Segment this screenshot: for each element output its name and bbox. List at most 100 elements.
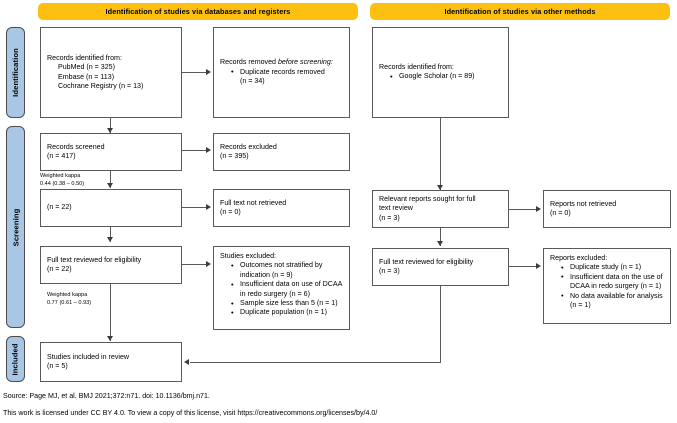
other-full-text-reviewed-label: Full text reviewed for eligibility xyxy=(379,257,474,266)
full-text-not-retrieved-count: (n = 0) xyxy=(220,208,241,216)
banner-other-label: Identification of studies via other meth… xyxy=(444,7,596,16)
banner-other-methods: Identification of studies via other meth… xyxy=(370,3,670,20)
footer-source: Source: Page MJ, et al. BMJ 2021;372:n71… xyxy=(3,392,210,400)
connector-other-fulltext-elbow-vertical xyxy=(440,286,441,363)
records-excluded-label: Records excluded xyxy=(220,142,277,151)
stage-label-screening: Screening xyxy=(11,208,20,246)
kappa-1-line1: Weighted kappa xyxy=(40,173,81,179)
box-reports-excluded: Reports excluded: Duplicate study (n = 1… xyxy=(543,248,671,324)
connector-other-fulltext-elbow-horizontal xyxy=(190,362,441,363)
footer-license: This work is licensed under CC BY 4.0. T… xyxy=(3,409,378,417)
arrowhead-sought-to-other-fulltext xyxy=(436,241,443,246)
other-full-text-reviewed-count: (n = 3) xyxy=(379,267,400,275)
records-identified-source-1: Embase (n = 113) xyxy=(58,72,115,81)
reports-excluded-list: Duplicate study (n = 1) Insufficient dat… xyxy=(550,263,664,310)
arrowhead-identified-to-screened xyxy=(106,128,113,133)
reports-excluded-title: Reports excluded: xyxy=(550,254,608,262)
stage-label-identification: Identification xyxy=(11,48,20,97)
reports-sought-count: (n = 22) xyxy=(47,203,72,212)
arrowhead-sought-to-reports-not-retrieved xyxy=(536,205,541,212)
arrowhead-screened-to-excluded xyxy=(206,146,211,153)
studies-excluded-item-3: Duplicate population (n = 1) xyxy=(231,308,343,318)
box-reports-sought-retrieval: (n = 22) xyxy=(40,189,182,227)
reports-not-retrieved-label: Reports not retrieved xyxy=(550,199,617,208)
arrowhead-other-identified-to-sought xyxy=(436,185,443,190)
records-removed-count: (n = 34) xyxy=(240,77,265,86)
records-removed-list: Duplicate records removed xyxy=(220,67,343,77)
box-reports-not-retrieved: Reports not retrieved (n = 0) xyxy=(543,190,671,228)
studies-excluded-list: Outcomes not stratified by indication (n… xyxy=(220,261,343,319)
kappa-2-line1: Weighted kappa xyxy=(47,292,88,298)
arrowhead-sought-to-fulltext xyxy=(106,237,113,242)
box-studies-included-review: Studies included in review (n = 5) xyxy=(40,342,182,382)
box-records-identified-other: Records identified from: Google Scholar … xyxy=(372,27,509,118)
connector-other-fulltext-to-reports-excluded xyxy=(509,266,536,267)
records-removed-item-0: Duplicate records removed xyxy=(231,67,343,77)
box-studies-excluded: Studies excluded: Outcomes not stratifie… xyxy=(213,246,350,330)
arrowhead-other-fulltext-to-reports-excluded xyxy=(536,262,541,269)
connector-sought-to-not-retrieved xyxy=(182,207,206,208)
connector-sought-to-reports-not-retrieved xyxy=(509,209,536,210)
records-removed-title: Records removed before screening: xyxy=(220,58,343,67)
connector-fulltext-to-included xyxy=(110,284,111,341)
records-identified-other-list: Google Scholar (n = 89) xyxy=(379,72,502,82)
connector-other-identified-to-sought xyxy=(440,118,441,190)
annotation-weighted-kappa-2: Weighted kappa 0.77 (0.61 – 0.93) xyxy=(47,291,91,307)
connector-screened-to-sought xyxy=(110,171,111,188)
reports-excluded-item-2: No data available for analysis (n = 1) xyxy=(561,291,664,311)
stage-bar-included: Included xyxy=(6,336,25,382)
records-identified-other-title: Records identified from: xyxy=(379,63,454,72)
box-full-text-reviewed-eligibility: Full text reviewed for eligibility (n = … xyxy=(40,246,182,284)
studies-excluded-item-0: Outcomes not stratified by indication (n… xyxy=(231,261,343,280)
relevant-reports-sought-label-line2: text review xyxy=(379,204,413,213)
records-screened-label: Records screened xyxy=(47,142,105,151)
records-excluded-count: (n = 395) xyxy=(220,152,249,160)
studies-excluded-title: Studies excluded: xyxy=(220,252,276,260)
box-relevant-reports-sought: Relevant reports sought for full text re… xyxy=(372,190,509,228)
reports-not-retrieved-count: (n = 0) xyxy=(550,209,571,217)
connector-screened-to-excluded xyxy=(182,150,206,151)
arrowhead-fulltext-to-included xyxy=(106,336,113,341)
records-removed-title-italic: before screening xyxy=(277,58,331,67)
studies-included-label: Studies included in review xyxy=(47,352,130,361)
records-identified-source-2: Cochrane Registry (n = 13) xyxy=(58,81,144,90)
banner-databases-label: Identification of studies via databases … xyxy=(105,7,291,16)
connector-sought-to-other-fulltext xyxy=(440,228,441,246)
connector-sought-to-fulltext xyxy=(110,227,111,242)
relevant-reports-sought-label-line1: Relevant reports sought for full xyxy=(379,195,476,204)
arrowhead-fulltext-to-studies-excluded xyxy=(206,260,211,267)
box-other-full-text-reviewed: Full text reviewed for eligibility (n = … xyxy=(372,248,509,286)
box-records-screened: Records screened (n = 417) xyxy=(40,133,182,171)
records-screened-count: (n = 417) xyxy=(47,152,76,160)
reports-excluded-item-1: Insufficient data on the use of DCAA in … xyxy=(561,272,664,292)
records-removed-title-colon: : xyxy=(330,58,333,67)
records-identified-title: Records identified from: xyxy=(47,53,122,62)
box-full-text-not-retrieved: Full text not retrieved (n = 0) xyxy=(213,189,350,227)
full-text-reviewed-count: (n = 22) xyxy=(47,265,72,273)
connector-fulltext-to-studies-excluded xyxy=(182,264,206,265)
annotation-weighted-kappa-1: Weighted kappa 0.44 (0.38 – 0.50) xyxy=(40,172,84,188)
full-text-not-retrieved-label: Full text not retrieved xyxy=(220,198,287,207)
connector-identified-to-screened xyxy=(110,118,111,133)
full-text-reviewed-label: Full text reviewed for eligibility xyxy=(47,255,142,264)
records-identified-source-0: PubMed (n = 325) xyxy=(58,63,115,72)
arrowhead-screened-to-sought xyxy=(106,183,113,188)
connector-identified-to-removed xyxy=(182,72,206,73)
kappa-2-line2: 0.77 (0.61 – 0.93) xyxy=(47,300,92,307)
box-records-excluded: Records excluded (n = 395) xyxy=(213,133,350,171)
banner-databases-registers: Identification of studies via databases … xyxy=(38,3,358,20)
arrowhead-sought-to-not-retrieved xyxy=(206,203,211,210)
reports-excluded-item-0: Duplicate study (n = 1) xyxy=(561,263,664,273)
studies-included-count: (n = 5) xyxy=(47,362,68,370)
stage-bar-screening: Screening xyxy=(6,126,25,328)
studies-excluded-item-1: Insufficient data on use of DCAA in redo… xyxy=(231,280,343,299)
kappa-1-line2: 0.44 (0.38 – 0.50) xyxy=(40,181,85,188)
records-removed-title-plain: Records removed xyxy=(220,58,278,67)
relevant-reports-sought-count: (n = 3) xyxy=(379,213,400,222)
stage-label-included: Included xyxy=(11,342,20,376)
stage-bar-identification: Identification xyxy=(6,27,25,118)
records-identified-other-item-0: Google Scholar (n = 89) xyxy=(390,72,502,82)
studies-excluded-item-2: Sample size less than 5 (n = 1) xyxy=(231,299,343,309)
box-records-removed-before-screening: Records removed before screening: Duplic… xyxy=(213,27,350,118)
arrowhead-identified-to-removed xyxy=(206,68,211,75)
